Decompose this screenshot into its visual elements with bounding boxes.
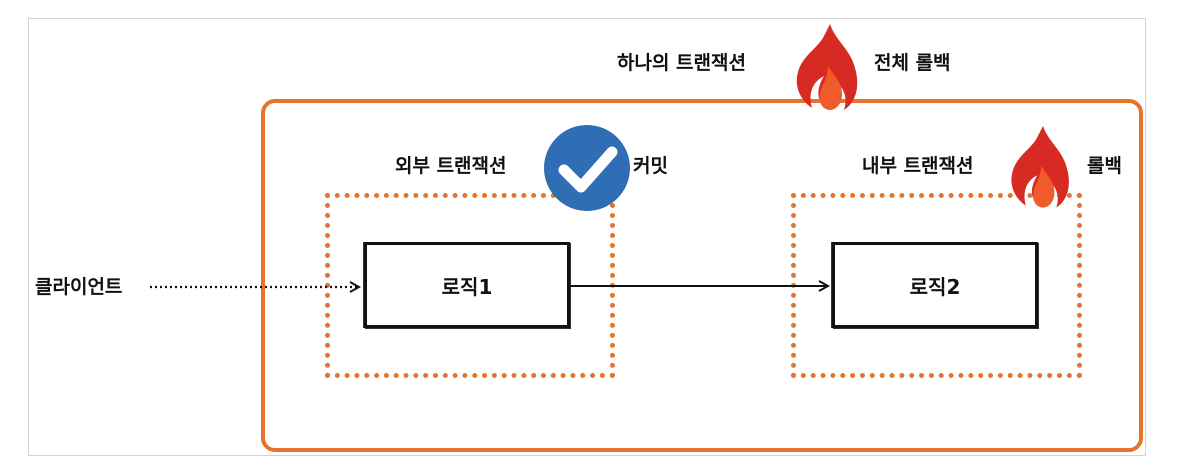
outer-commit-label: 커밋 [633, 155, 668, 177]
client-label: 클라이언트 [35, 276, 123, 298]
physical-transaction-box [261, 99, 1143, 452]
inner-rollback-label: 롤백 [1087, 155, 1122, 177]
global-rollback-label: 전체 롤백 [874, 52, 951, 74]
check-circle-icon [544, 125, 630, 211]
logic1-box: 로직1 [364, 242, 570, 328]
logic1-label: 로직1 [441, 274, 493, 299]
inner-transaction-label: 내부 트랜잭션 [862, 155, 974, 177]
diagram-frame [28, 18, 1146, 456]
fire-icon [796, 24, 858, 110]
logic2-label: 로직2 [909, 274, 961, 299]
global-transaction-label: 하나의 트랜잭션 [617, 52, 746, 74]
logic2-box: 로직2 [832, 242, 1038, 328]
fire-icon [1011, 125, 1069, 208]
outer-transaction-label: 외부 트랜잭션 [395, 155, 507, 177]
